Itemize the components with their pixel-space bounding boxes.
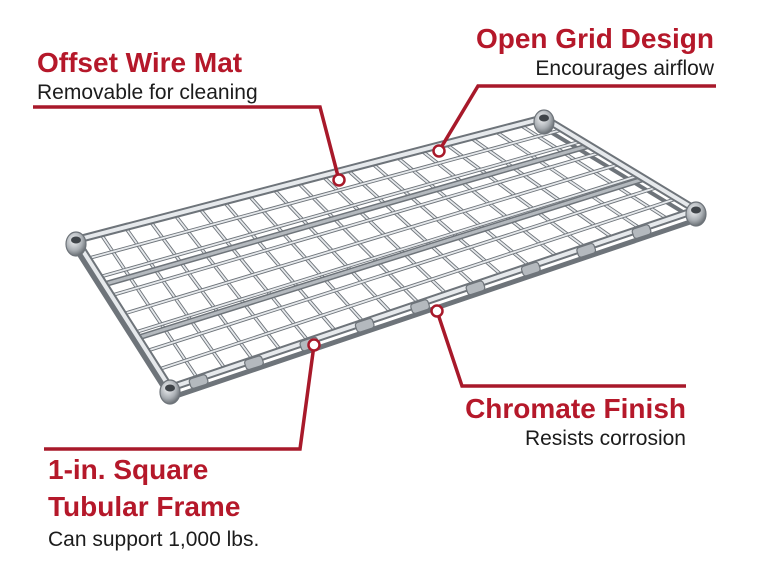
leader-dot-frame xyxy=(307,338,321,352)
corner-post-collar xyxy=(159,379,181,405)
callout-frame: 1-in. Square Tubular Frame Can support 1… xyxy=(48,451,259,553)
callout-leaders xyxy=(33,84,716,451)
wire-clip xyxy=(520,261,541,277)
corner-post-hole xyxy=(539,114,549,122)
grid-wire-highlight xyxy=(86,128,564,260)
callout-grid-title: Open Grid Design xyxy=(475,23,714,54)
leader-frame xyxy=(44,344,316,451)
leader-wire-mat xyxy=(33,105,341,181)
callout-chrome-title: Chromate Finish xyxy=(465,393,686,424)
wire-clip xyxy=(576,242,597,258)
grid-wire-highlight xyxy=(157,197,678,371)
tubular-frame-highlight xyxy=(542,116,698,212)
corner-post-collar xyxy=(533,109,555,135)
wire-clip xyxy=(244,355,264,371)
leader-dot-chrome xyxy=(430,304,444,318)
wire-shelf xyxy=(65,109,707,405)
wire-clip xyxy=(410,299,431,314)
corner-post-hole xyxy=(691,206,701,214)
callout-wire-mat-subtitle: Removable for cleaning xyxy=(37,81,258,104)
leader-chrome xyxy=(435,310,686,388)
grid-wire-highlight xyxy=(98,140,583,278)
support-channel-highlight xyxy=(102,144,592,286)
wire-clip xyxy=(465,280,486,296)
callout-wire-mat: Offset Wire Mat Removable for cleaning xyxy=(37,46,258,106)
leader-dot-wire-mat xyxy=(332,173,346,187)
frame-rail-lower xyxy=(74,248,172,400)
callout-frame-subtitle: Can support 1,000 lbs. xyxy=(48,528,260,551)
wire-clip xyxy=(631,224,652,239)
grid-wire-highlight xyxy=(110,151,602,297)
corner-post-hole xyxy=(165,384,175,392)
grid-wire-highlight xyxy=(122,163,621,315)
tubular-frame-highlight xyxy=(74,116,546,242)
wire-clip xyxy=(354,317,375,333)
callout-chrome-subtitle: Resists corrosion xyxy=(524,427,686,450)
callout-chrome: Chromate Finish Resists corrosion xyxy=(465,392,686,452)
callout-wire-mat-title: Offset Wire Mat xyxy=(37,47,243,78)
corner-post-hole xyxy=(71,236,81,244)
corner-post-collar xyxy=(65,231,87,257)
leader-dot-grid xyxy=(432,144,446,158)
callout-grid-subtitle: Encourages airflow xyxy=(535,57,714,80)
callout-frame-title-line2: Tubular Frame xyxy=(48,491,241,522)
tubular-frame-highlight xyxy=(74,238,172,390)
callout-grid: Open Grid Design Encourages airflow xyxy=(476,22,714,82)
wire-clip xyxy=(188,374,209,389)
support-channel-highlight xyxy=(136,177,646,340)
corner-post-collar xyxy=(685,201,707,227)
leader-grid xyxy=(437,84,716,152)
grid-wire-highlight xyxy=(133,174,640,334)
grid-wire-highlight xyxy=(145,186,659,352)
callout-frame-title-line1: 1-in. Square xyxy=(48,454,209,485)
